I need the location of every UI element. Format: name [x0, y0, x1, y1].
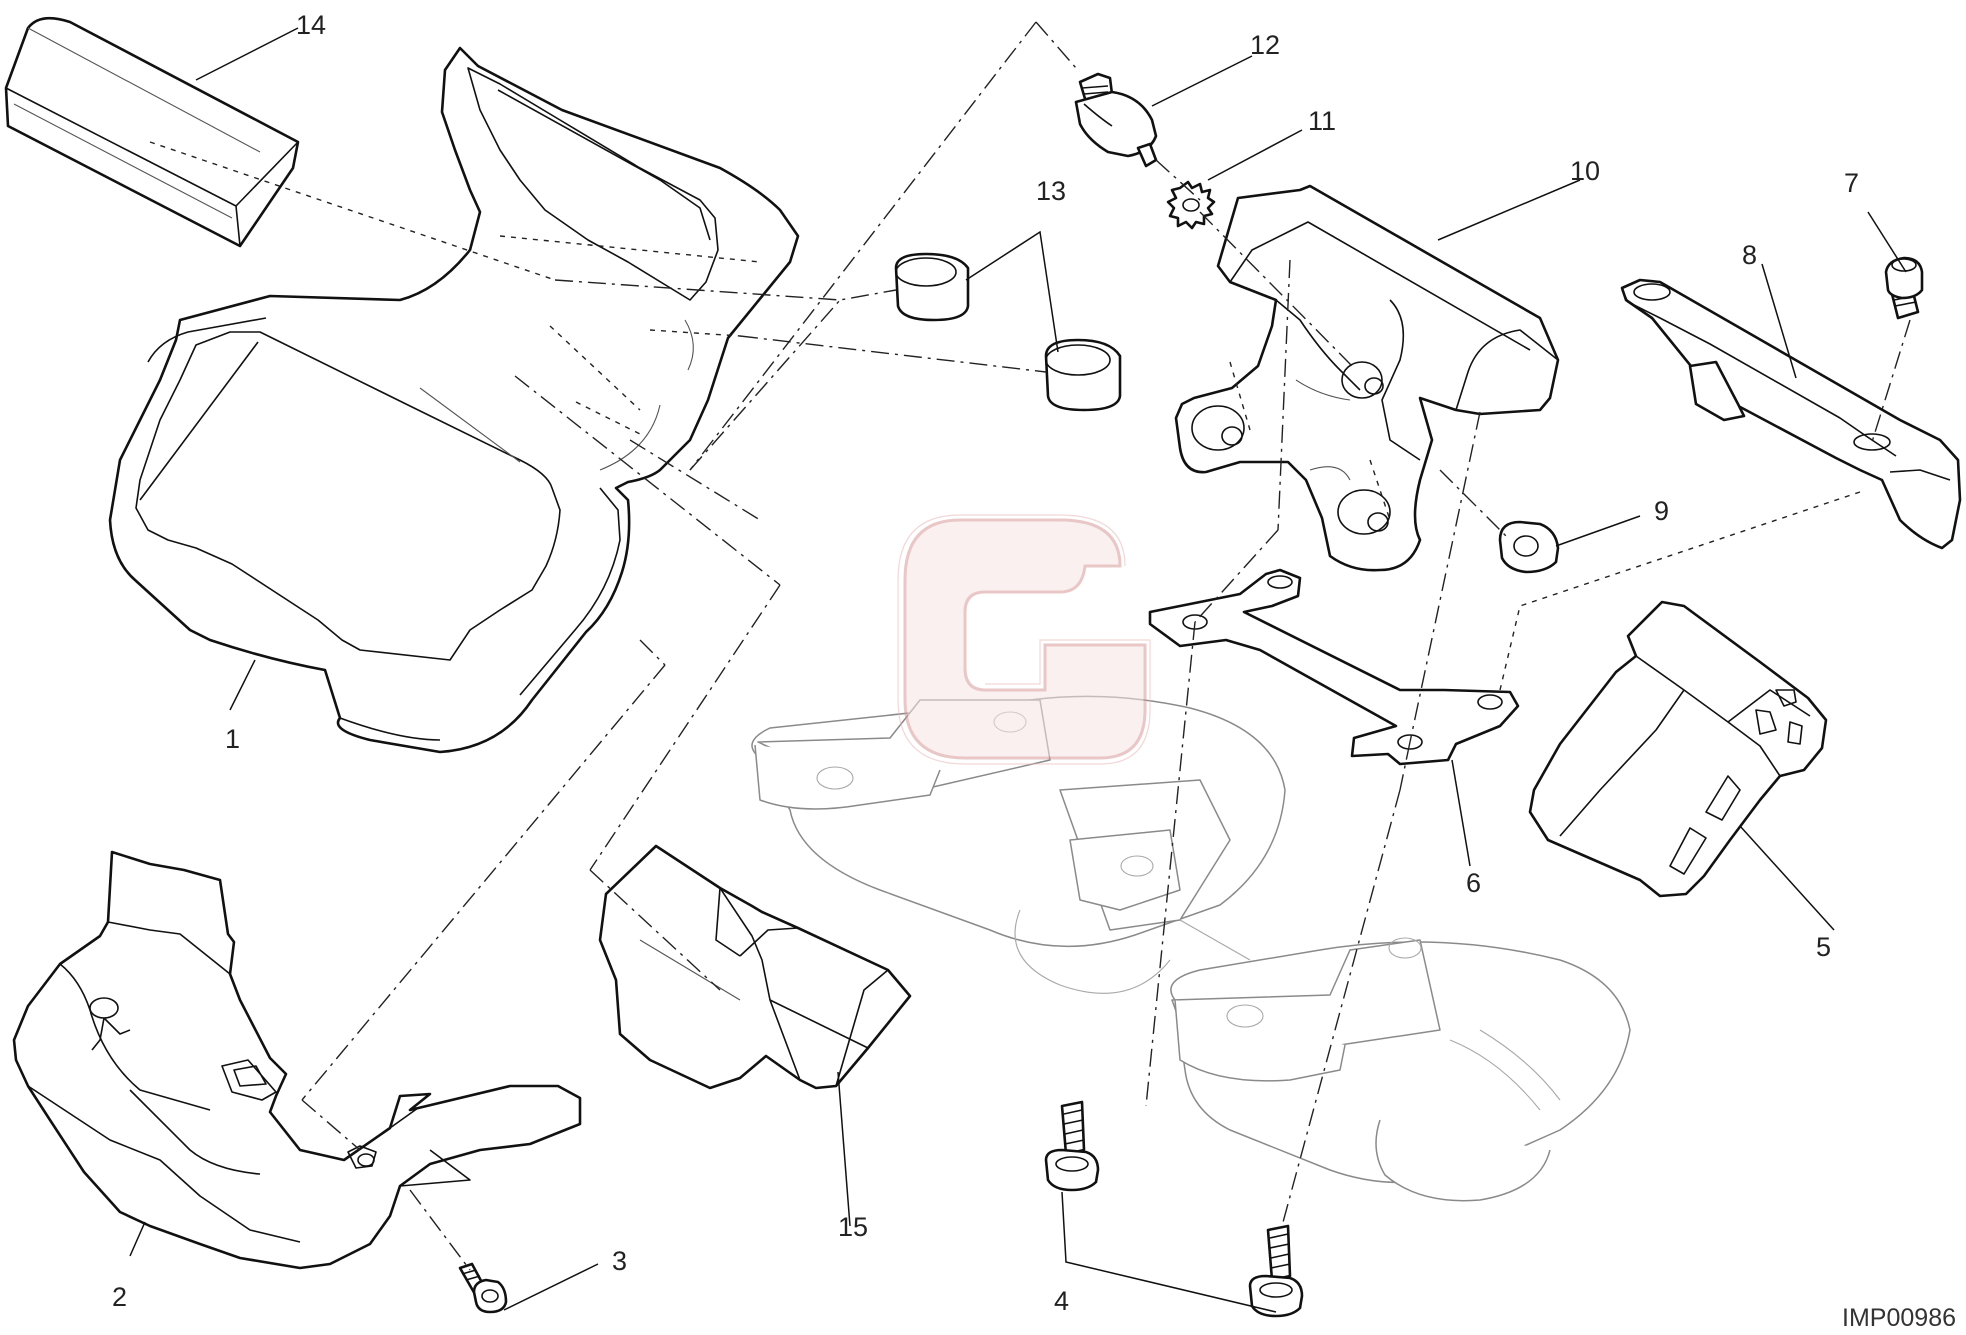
- part-5-rubber-block: [1528, 600, 1828, 898]
- callout-labels: 1 2 3 4 5 6 7 8 9 10 11 12 13 14 15: [112, 10, 1859, 1316]
- callout-8: 8: [1742, 240, 1757, 270]
- callout-9: 9: [1654, 496, 1669, 526]
- part-3-screw: [458, 1262, 508, 1314]
- part-4-screw-upper: [1044, 1100, 1100, 1192]
- part-11-washer: [1166, 180, 1216, 230]
- part-14-pad: [4, 16, 300, 248]
- watermark-logo: [897, 514, 1151, 765]
- callout-4: 4: [1054, 1286, 1069, 1316]
- assembly-guide-lines: [149, 21, 1911, 1271]
- ghost-reference-parts: [751, 695, 1631, 1202]
- callout-3: 3: [612, 1246, 627, 1276]
- callout-5: 5: [1816, 932, 1831, 962]
- part-15-block: [598, 844, 912, 1090]
- callout-11: 11: [1308, 106, 1336, 136]
- ghost-fork-clamp-lower: [1170, 937, 1631, 1202]
- callout-1: 1: [225, 724, 240, 754]
- callout-6: 6: [1466, 868, 1481, 898]
- part-13-grommets: [894, 252, 1122, 412]
- part-10-bracket: [1174, 184, 1560, 572]
- callout-13: 13: [1036, 176, 1066, 206]
- diagram-reference-code: IMP00986: [1842, 1304, 1956, 1332]
- callout-7: 7: [1844, 168, 1859, 198]
- grommet-lower: [1044, 338, 1122, 412]
- part-2-lower-cover: [12, 850, 582, 1270]
- callout-12: 12: [1250, 30, 1280, 60]
- part-7-screw: [1884, 256, 1924, 320]
- callout-14: 14: [296, 10, 326, 40]
- callout-10: 10: [1570, 156, 1600, 186]
- leader-lines: [129, 27, 1907, 1313]
- part-4-screw-lower: [1248, 1224, 1304, 1318]
- part-1-instrument-cover: [108, 46, 800, 754]
- part-12-spacer-stud: [1074, 72, 1158, 168]
- part-9-flange-nut: [1498, 520, 1560, 574]
- callout-2: 2: [112, 1282, 127, 1312]
- part-8-long-plate: [1620, 278, 1962, 550]
- part-6-flat-bracket: [1148, 568, 1520, 766]
- callout-15: 15: [838, 1212, 868, 1242]
- grommet-upper: [894, 252, 970, 322]
